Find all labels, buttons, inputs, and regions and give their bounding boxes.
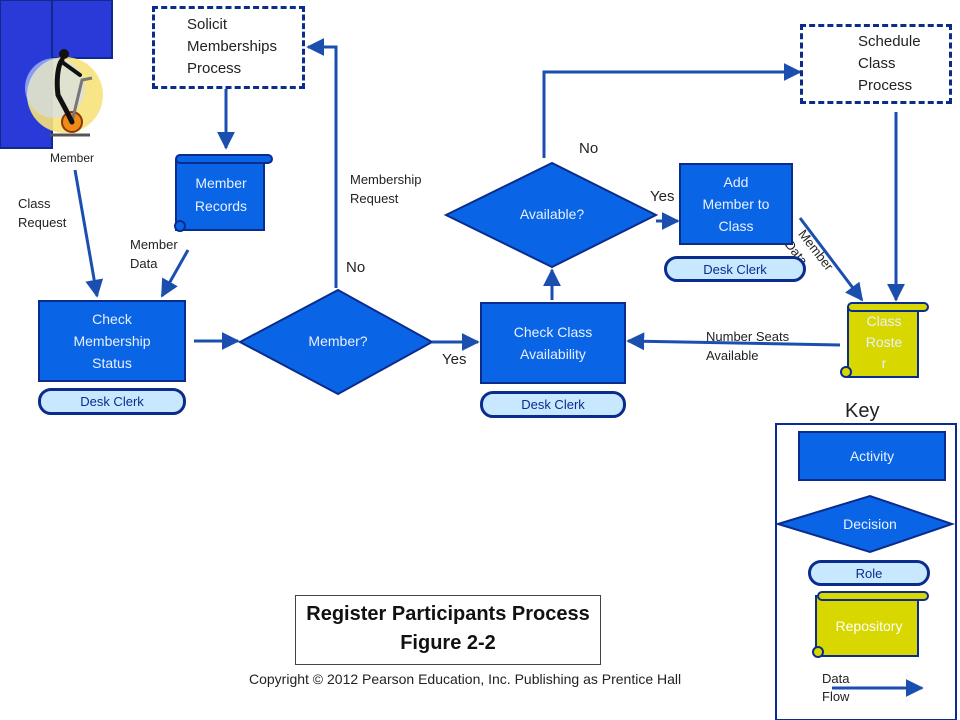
check-class-role: Desk Clerk [480, 391, 626, 418]
membership-request-label: Membership Request [350, 172, 422, 206]
copyright-text: Copyright © 2012 Pearson Education, Inc.… [249, 671, 682, 687]
class-request-arrow [73, 169, 104, 298]
member-data-left-arrow [160, 249, 190, 298]
key-decision-diamond [774, 494, 956, 554]
no-available-arrow [542, 63, 802, 158]
solicit-memberships-label: Solicit Memberships Process [187, 16, 278, 77]
member-label: Member [50, 151, 95, 165]
exercise-bike-figure-icon [25, 49, 103, 137]
no-member-arrow [306, 38, 338, 288]
caption-title: Register Participants Process [306, 603, 590, 625]
available-decision-diamond [443, 161, 659, 269]
add-member-role: Desk Clerk [664, 256, 806, 282]
key-role-pill: Role [808, 560, 930, 586]
member-data-right-arrow [798, 217, 864, 302]
key-repository-scroll [812, 591, 929, 658]
schedule-class-label: Schedule Class Process [858, 33, 921, 94]
class-roster-label: Class Roste r [865, 313, 903, 371]
key-decision-label: Decision [843, 516, 897, 532]
add-member-activity[interactable]: Add Member to Class [679, 163, 793, 245]
caption-box [295, 595, 601, 665]
yes-member-label: Yes [442, 351, 467, 368]
member-records-label: Member Records [194, 175, 248, 214]
schedule-class-process[interactable] [800, 24, 952, 104]
key-data-flow-label: Data Flow [822, 671, 850, 704]
key-repository-label: Repository [835, 618, 903, 634]
member-decision-label: Member? [308, 333, 368, 349]
key-activity-box: Activity [798, 431, 946, 481]
class-roster-repository [840, 302, 929, 378]
solicit-memberships-process[interactable] [152, 6, 305, 89]
class-request-label: Class Request [18, 196, 67, 230]
key-title: Key [845, 400, 880, 422]
check-class-activity[interactable]: Check Class Availability [480, 302, 626, 384]
check-membership-activity[interactable]: Check Membership Status [38, 300, 186, 382]
no-member-label: No [346, 259, 366, 276]
member-records-repository [174, 154, 273, 232]
no-available-label: No [579, 140, 599, 157]
check-membership-role: Desk Clerk [38, 388, 186, 415]
yes-available-label: Yes [650, 188, 675, 205]
member-data-left-label: Member Data [130, 237, 178, 271]
number-seats-label: Number Seats Available [706, 329, 790, 363]
caption-figure: Figure 2-2 [400, 632, 496, 654]
available-decision-label: Available? [519, 206, 585, 222]
number-seats-arrow [626, 332, 841, 351]
